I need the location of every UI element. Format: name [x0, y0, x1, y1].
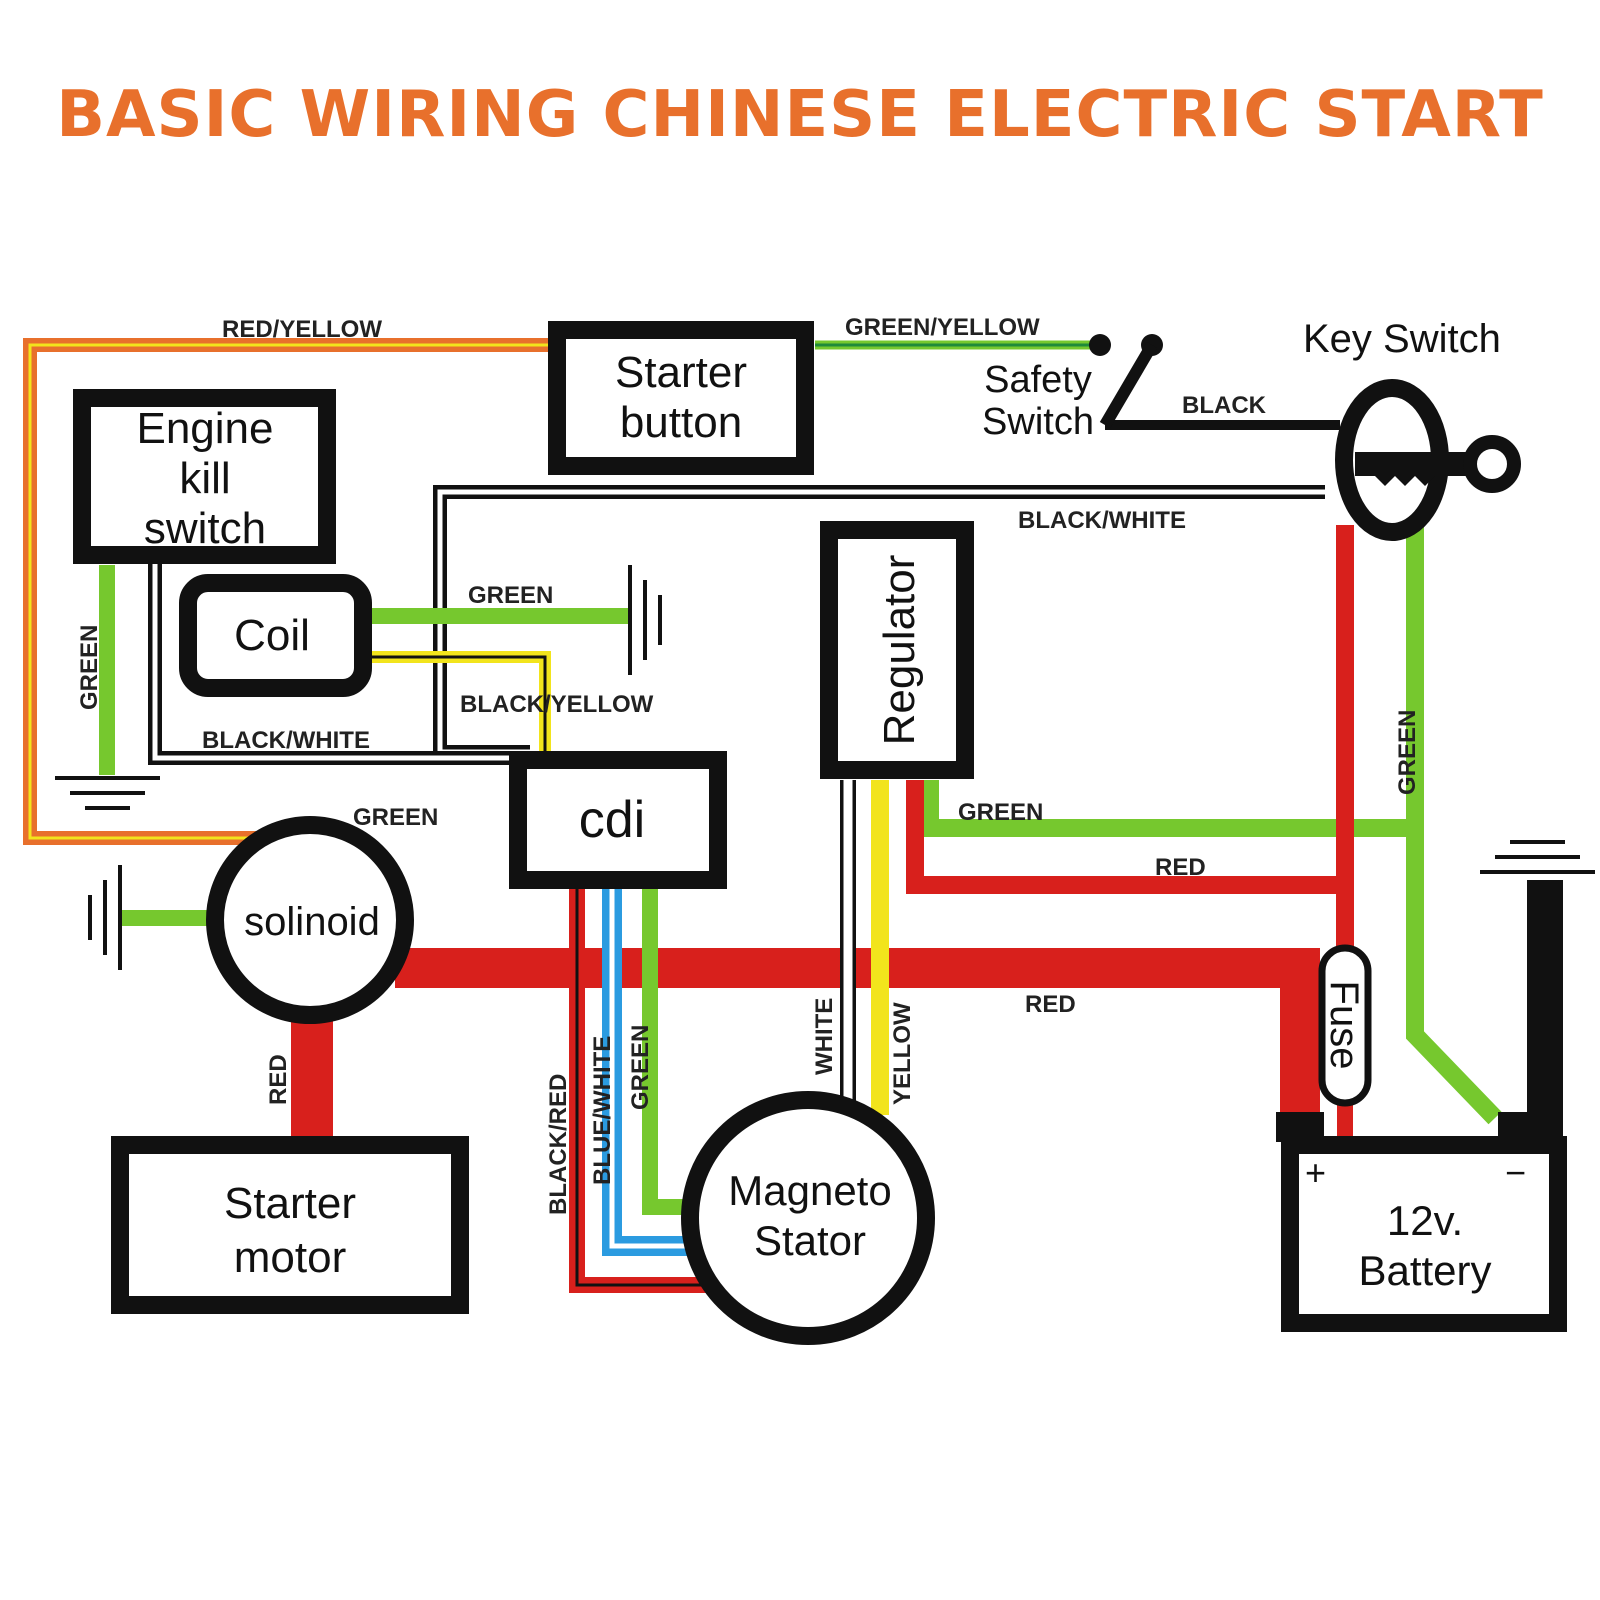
label-red-yellow: RED/YELLOW	[222, 316, 382, 343]
label-green-coil: GREEN	[468, 582, 553, 609]
magneto-stator: Magneto Stator	[681, 1091, 935, 1345]
diagram-title: BASIC WIRING CHINESE ELECTRIC START	[56, 78, 1544, 152]
battery-plus-icon: +	[1305, 1152, 1326, 1193]
battery-minus-icon: −	[1505, 1152, 1526, 1193]
wire-green-key	[1406, 525, 1502, 1125]
coil-box: Coil	[179, 574, 372, 697]
battery-box: + − 12v. Battery	[1276, 1112, 1567, 1332]
wire-black-yellow	[370, 651, 551, 752]
label-black-white-top: BLACK/WHITE	[1018, 507, 1186, 534]
starter-button-box: Starter button	[548, 321, 814, 475]
ground-icon	[628, 565, 662, 675]
label-red-main: RED	[1025, 991, 1076, 1018]
wire-red-main	[395, 948, 1320, 1128]
wire-blue-white	[602, 885, 700, 1256]
regulator-box: Regulator	[820, 521, 974, 779]
label-green-yellow: GREEN/YELLOW	[845, 314, 1040, 341]
engine-kill-switch-box: Engine kill switch	[73, 389, 336, 564]
key-switch: Key Switch	[1303, 317, 1521, 541]
fuse: Fuse	[1318, 944, 1372, 1107]
safety-switch-label-2: Switch	[982, 401, 1094, 443]
battery-label-1: 12v.	[1387, 1197, 1463, 1244]
label-black-yellow: BLACK/YELLOW	[460, 691, 654, 718]
battery-label-2: Battery	[1358, 1247, 1491, 1294]
key-switch-label: Key Switch	[1303, 317, 1501, 361]
label-green-solinoid: GREEN	[353, 804, 438, 831]
label-blue-white: BLUE/WHITE	[589, 1036, 616, 1185]
engine-kill-label-2: kill	[179, 454, 230, 503]
cdi-label: cdi	[579, 791, 645, 849]
key-icon	[1355, 435, 1521, 493]
label-green-key: GREEN	[1394, 710, 1421, 795]
label-black-white-left: BLACK/WHITE	[202, 727, 370, 754]
starter-motor-label-1: Starter	[224, 1179, 356, 1228]
wire-red-yellow	[23, 338, 548, 845]
wire-green-regulator	[921, 780, 1415, 837]
solinoid-label: solinoid	[244, 900, 380, 944]
cdi-box: cdi	[509, 751, 727, 889]
ground-icon	[1480, 840, 1595, 874]
magneto-stator-label-2: Stator	[754, 1217, 866, 1264]
regulator-label: Regulator	[875, 555, 924, 746]
fuse-label: Fuse	[1322, 981, 1366, 1070]
wire-red-regulator	[906, 780, 1345, 894]
magneto-stator-label-1: Magneto	[728, 1167, 891, 1214]
label-green-stator: GREEN	[627, 1025, 654, 1110]
coil-label: Coil	[234, 611, 310, 660]
wire-black-red	[569, 885, 710, 1293]
engine-kill-label-3: switch	[144, 504, 266, 553]
starter-button-label-2: button	[620, 398, 742, 447]
label-red-regulator: RED	[1155, 854, 1206, 881]
engine-kill-label-1: Engine	[136, 404, 273, 453]
ground-icon	[55, 776, 160, 810]
safety-switch: Safety Switch	[982, 334, 1163, 443]
label-red-starter: RED	[265, 1054, 292, 1105]
wire-green-stator	[642, 885, 700, 1215]
label-yellow: YELLOW	[889, 1002, 916, 1105]
safety-switch-label-1: Safety	[984, 359, 1092, 401]
starter-button-label-1: Starter	[615, 348, 747, 397]
wire-black-white-left	[148, 560, 530, 765]
starter-motor-box: Starter motor	[111, 1136, 469, 1314]
label-green-kill: GREEN	[76, 625, 103, 710]
starter-motor-label-2: motor	[234, 1233, 346, 1282]
solinoid: solinoid	[206, 816, 414, 1024]
ground-icon	[88, 865, 122, 970]
label-green-regulator: GREEN	[958, 799, 1043, 826]
label-black: BLACK	[1182, 392, 1267, 419]
label-black-red: BLACK/RED	[545, 1074, 572, 1215]
label-white: WHITE	[811, 998, 838, 1075]
